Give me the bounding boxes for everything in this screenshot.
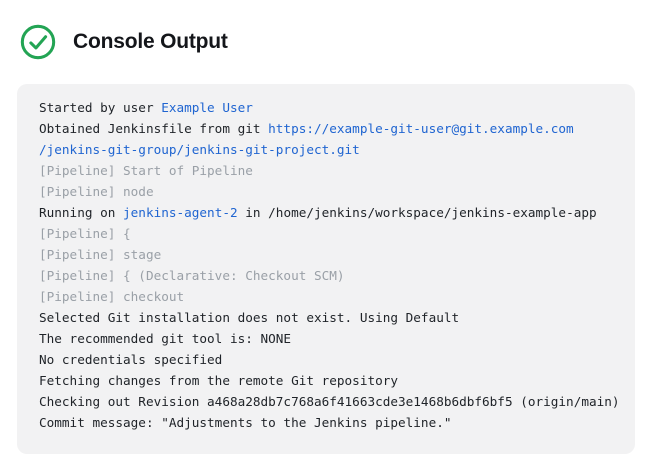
jenkinsfile-repo-link[interactable]: https://example-git-user@git.example.com xyxy=(268,121,574,136)
console-text: in /home/jenkins/workspace/jenkins-examp… xyxy=(237,205,597,220)
console-line: [Pipeline] node xyxy=(39,181,627,202)
console-text: Commit message: "Adjustments to the Jenk… xyxy=(39,415,452,430)
console-line: [Pipeline] stage xyxy=(39,244,627,265)
console-line: Obtained Jenkinsfile from git https://ex… xyxy=(39,118,627,139)
console-line: [Pipeline] Start of Pipeline xyxy=(39,160,627,181)
console-text: The recommended git tool is: NONE xyxy=(39,331,292,346)
console-text: Obtained Jenkinsfile from git xyxy=(39,121,269,136)
console-text: No credentials specified xyxy=(39,352,223,367)
console-line: Fetching changes from the remote Git rep… xyxy=(39,370,627,391)
console-text: Checking out Revision a468a28db7c768a6f4… xyxy=(39,394,620,409)
console-text: Fetching changes from the remote Git rep… xyxy=(39,373,399,388)
console-line: /jenkins-git-group/jenkins-git-project.g… xyxy=(39,139,627,160)
console-line: Commit message: "Adjustments to the Jenk… xyxy=(39,412,627,433)
user-link[interactable]: Example User xyxy=(161,100,253,115)
console-text: Started by user xyxy=(39,100,162,115)
console-line: Selected Git installation does not exist… xyxy=(39,307,627,328)
console-line: [Pipeline] checkout xyxy=(39,286,627,307)
console-line: [Pipeline] { xyxy=(39,223,627,244)
success-check-icon xyxy=(20,24,56,59)
console-output-header: Console Output xyxy=(0,0,650,70)
console-line: Running on jenkins-agent-2 in /home/jenk… xyxy=(39,202,627,223)
console-text: [Pipeline] { xyxy=(39,226,131,241)
agent-link[interactable]: jenkins-agent-2 xyxy=(123,205,238,220)
console-text: [Pipeline] checkout xyxy=(39,289,185,304)
console-text: [Pipeline] node xyxy=(39,184,154,199)
console-text: Selected Git installation does not exist… xyxy=(39,310,460,325)
console-line: The recommended git tool is: NONE xyxy=(39,328,627,349)
console-text: [Pipeline] { (Declarative: Checkout SCM) xyxy=(39,268,345,283)
console-line: [Pipeline] { (Declarative: Checkout SCM) xyxy=(39,265,627,286)
console-text: [Pipeline] Start of Pipeline xyxy=(39,163,253,178)
console-text: Running on xyxy=(39,205,124,220)
page-title: Console Output xyxy=(73,29,228,53)
console-line: No credentials specified xyxy=(39,349,627,370)
jenkinsfile-repo-link-wrap[interactable]: /jenkins-git-group/jenkins-git-project.g… xyxy=(39,142,360,157)
console-text: [Pipeline] stage xyxy=(39,247,162,262)
console-line: Started by user Example User xyxy=(39,97,627,118)
console-line: Checking out Revision a468a28db7c768a6f4… xyxy=(39,391,627,412)
